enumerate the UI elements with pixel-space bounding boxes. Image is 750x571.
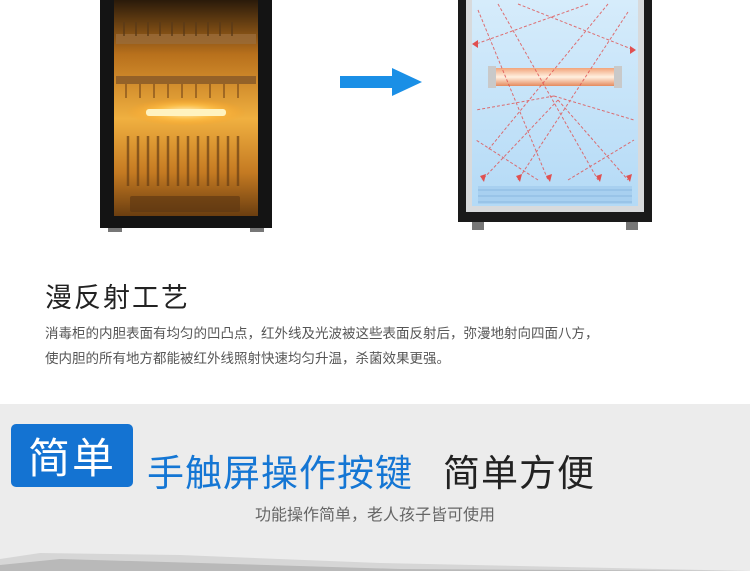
product-edge-decoration — [0, 553, 750, 571]
right-arrow-icon — [340, 68, 422, 96]
cabinet-reflection-image — [458, 0, 652, 230]
section-description: 消毒柜的内胆表面有均匀的凹凸点，红外线及光波被这些表面反射后，弥漫地射向四面八方… — [45, 322, 715, 372]
description-line: 使内胆的所有地方都能被红外线照射快速均匀升温，杀菌效果更强。 — [45, 351, 450, 367]
description-line: 消毒柜的内胆表面有均匀的凹凸点，红外线及光波被这些表面反射后，弥漫地射向四面八方… — [45, 326, 599, 342]
simple-badge: 简单 — [11, 424, 133, 487]
section-title: 漫反射工艺 — [45, 283, 190, 314]
subtitle-text: 功能操作简单，老人孩子皆可使用 — [254, 505, 495, 524]
headline-convenient: 简单方便 — [443, 452, 595, 495]
cabinet-heated-image — [100, 0, 272, 232]
headline-touch-keys: 手触屏操作按键 — [147, 452, 413, 495]
feature-subtitle: 功能操作简单，老人孩子皆可使用 — [0, 501, 750, 525]
product-illustration-area: 漫反射工艺 消毒柜的内胆表面有均匀的凹凸点，红外线及光波被这些表面反射后，弥漫地… — [45, 0, 715, 372]
